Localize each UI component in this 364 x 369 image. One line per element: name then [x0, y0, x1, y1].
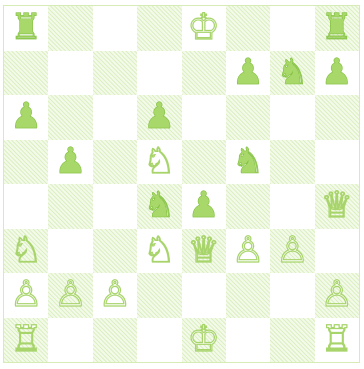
white-pawn-icon[interactable]: ♙ — [54, 277, 86, 313]
square-f8[interactable] — [226, 6, 270, 51]
square-h2[interactable]: ♙ — [315, 273, 359, 318]
square-d5[interactable]: ♘ — [137, 140, 181, 185]
white-knight-icon[interactable]: ♘ — [10, 233, 42, 269]
white-rook-icon[interactable]: ♖ — [321, 322, 353, 358]
square-h3[interactable] — [315, 229, 359, 274]
square-b2[interactable]: ♙ — [48, 273, 92, 318]
square-a7[interactable] — [4, 51, 48, 96]
square-c2[interactable]: ♙ — [93, 273, 137, 318]
white-pawn-icon[interactable]: ♙ — [232, 233, 264, 269]
white-knight-icon[interactable]: ♘ — [143, 233, 175, 269]
chess-board: ♜ ♔ ♜ ♟ ♞ ♟ ♟ ♟ ♟ ♘ ♞ ♞ ♟ ♕ ♘ ♘ ♕ ♙ ♙ ♙ ♙ ♙ ♙ ♖ ♔ ♖ — [3, 5, 360, 363]
black-knight-icon[interactable]: ♞ — [276, 55, 308, 91]
black-pawn-icon[interactable]: ♟ — [188, 188, 220, 224]
square-c6[interactable] — [93, 95, 137, 140]
square-g4[interactable] — [270, 184, 314, 229]
white-king-icon[interactable]: ♔ — [188, 10, 220, 46]
black-knight-icon[interactable]: ♞ — [143, 188, 175, 224]
black-pawn-icon[interactable]: ♟ — [232, 55, 264, 91]
black-pawn-icon[interactable]: ♟ — [10, 99, 42, 135]
square-c8[interactable] — [93, 6, 137, 51]
square-g8[interactable] — [270, 6, 314, 51]
square-f5[interactable]: ♞ — [226, 140, 270, 185]
square-f7[interactable]: ♟ — [226, 51, 270, 96]
square-a1[interactable]: ♖ — [4, 318, 48, 363]
white-king-icon[interactable]: ♔ — [188, 322, 220, 358]
square-c5[interactable] — [93, 140, 137, 185]
white-queen-icon[interactable]: ♕ — [188, 233, 220, 269]
square-a5[interactable] — [4, 140, 48, 185]
black-rook-icon[interactable]: ♜ — [321, 10, 353, 46]
square-e3[interactable]: ♕ — [182, 229, 226, 274]
black-pawn-icon[interactable]: ♟ — [54, 144, 86, 180]
square-e6[interactable] — [182, 95, 226, 140]
square-h1[interactable]: ♖ — [315, 318, 359, 363]
black-pawn-icon[interactable]: ♟ — [321, 55, 353, 91]
square-c7[interactable] — [93, 51, 137, 96]
square-e8[interactable]: ♔ — [182, 6, 226, 51]
square-e1[interactable]: ♔ — [182, 318, 226, 363]
square-d2[interactable] — [137, 273, 181, 318]
square-f2[interactable] — [226, 273, 270, 318]
square-h8[interactable]: ♜ — [315, 6, 359, 51]
square-f6[interactable] — [226, 95, 270, 140]
square-e4[interactable]: ♟ — [182, 184, 226, 229]
square-a3[interactable]: ♘ — [4, 229, 48, 274]
white-pawn-icon[interactable]: ♙ — [276, 233, 308, 269]
square-d1[interactable] — [137, 318, 181, 363]
square-c3[interactable] — [93, 229, 137, 274]
square-g1[interactable] — [270, 318, 314, 363]
square-a6[interactable]: ♟ — [4, 95, 48, 140]
square-h6[interactable] — [315, 95, 359, 140]
black-rook-icon[interactable]: ♜ — [10, 10, 42, 46]
black-pawn-icon[interactable]: ♟ — [143, 99, 175, 135]
square-d3[interactable]: ♘ — [137, 229, 181, 274]
square-a2[interactable]: ♙ — [4, 273, 48, 318]
square-d6[interactable]: ♟ — [137, 95, 181, 140]
white-queen-icon[interactable]: ♕ — [321, 188, 353, 224]
square-f1[interactable] — [226, 318, 270, 363]
square-b6[interactable] — [48, 95, 92, 140]
square-g5[interactable] — [270, 140, 314, 185]
square-h5[interactable] — [315, 140, 359, 185]
square-e2[interactable] — [182, 273, 226, 318]
square-c4[interactable] — [93, 184, 137, 229]
square-b7[interactable] — [48, 51, 92, 96]
white-knight-icon[interactable]: ♘ — [143, 144, 175, 180]
square-a4[interactable] — [4, 184, 48, 229]
square-b4[interactable] — [48, 184, 92, 229]
square-h7[interactable]: ♟ — [315, 51, 359, 96]
white-rook-icon[interactable]: ♖ — [10, 322, 42, 358]
square-g3[interactable]: ♙ — [270, 229, 314, 274]
square-b8[interactable] — [48, 6, 92, 51]
square-c1[interactable] — [93, 318, 137, 363]
square-h4[interactable]: ♕ — [315, 184, 359, 229]
square-f3[interactable]: ♙ — [226, 229, 270, 274]
square-g6[interactable] — [270, 95, 314, 140]
square-e5[interactable] — [182, 140, 226, 185]
square-f4[interactable] — [226, 184, 270, 229]
square-d4[interactable]: ♞ — [137, 184, 181, 229]
square-b3[interactable] — [48, 229, 92, 274]
square-d7[interactable] — [137, 51, 181, 96]
square-e7[interactable] — [182, 51, 226, 96]
square-b5[interactable]: ♟ — [48, 140, 92, 185]
white-pawn-icon[interactable]: ♙ — [321, 277, 353, 313]
white-pawn-icon[interactable]: ♙ — [99, 277, 131, 313]
black-knight-icon[interactable]: ♞ — [232, 144, 264, 180]
square-b1[interactable] — [48, 318, 92, 363]
square-a8[interactable]: ♜ — [4, 6, 48, 51]
square-g7[interactable]: ♞ — [270, 51, 314, 96]
white-pawn-icon[interactable]: ♙ — [10, 277, 42, 313]
square-d8[interactable] — [137, 6, 181, 51]
square-g2[interactable] — [270, 273, 314, 318]
